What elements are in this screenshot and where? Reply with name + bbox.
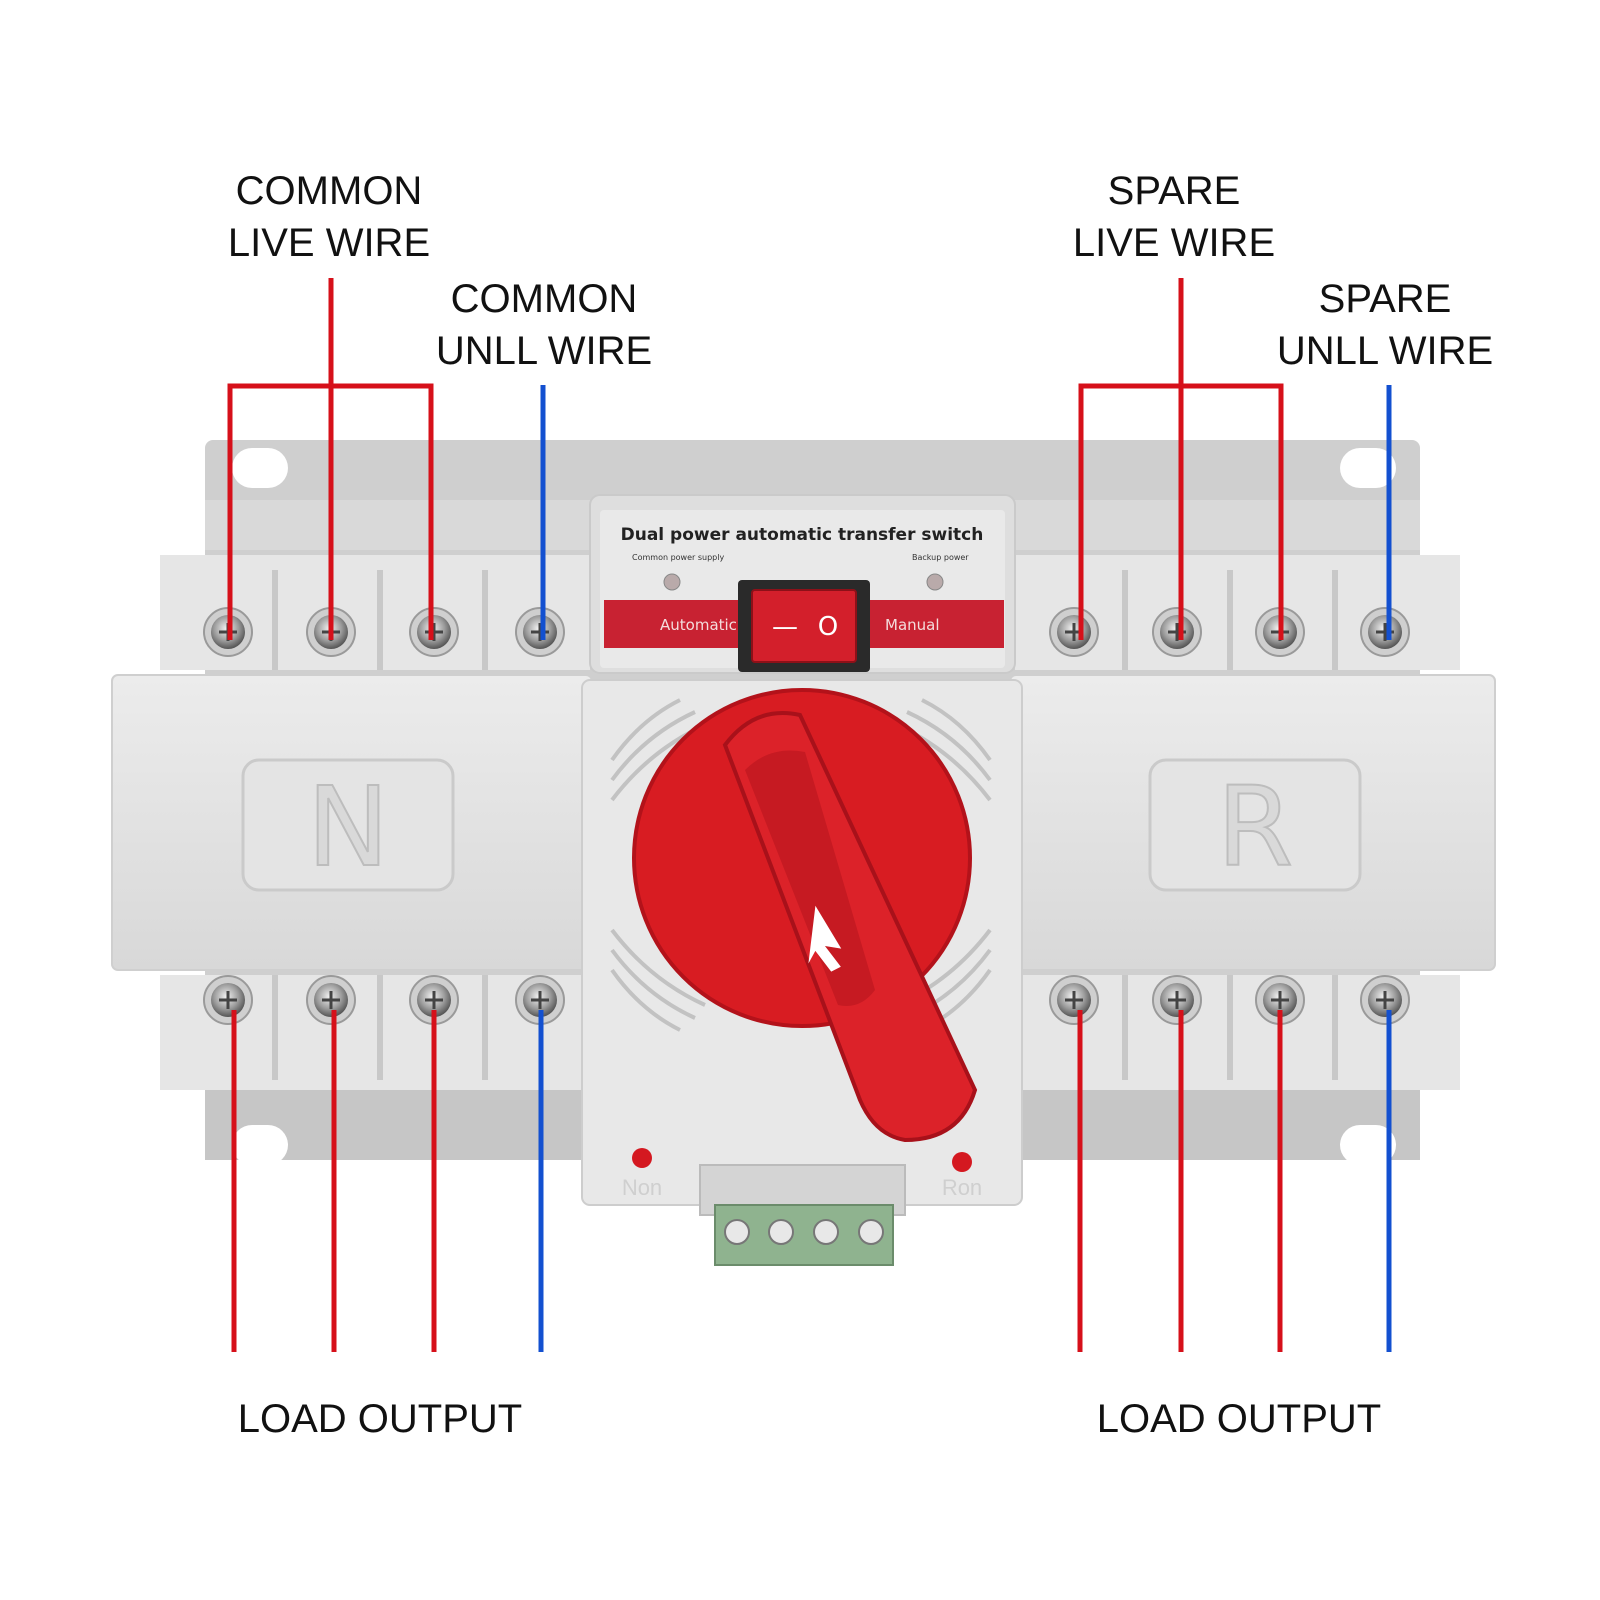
common-power-indicator: [663, 573, 681, 591]
terminal-screw[interactable]: [306, 975, 356, 1025]
mounting-hole: [1340, 1125, 1396, 1165]
rocker-off-symbol: —: [772, 612, 798, 642]
bottom-terminal-screws: [203, 975, 1410, 1025]
ron-led: [952, 1152, 972, 1172]
load-output-right-label: LOAD OUTPUT: [1097, 1397, 1381, 1441]
load-output-right-wires: [1077, 1010, 1392, 1352]
terminal-screw[interactable]: [409, 975, 459, 1025]
left-block-letter: N: [307, 763, 389, 891]
rocker-on-symbol: O: [818, 612, 838, 642]
common-power-supply-label: Common power supply: [632, 553, 724, 562]
terminal-separators: [272, 570, 1338, 1080]
right-block-badge: [1148, 758, 1362, 892]
callout-labels: COMMON LIVE WIRE COMMON UNLL WIRE SPARE …: [228, 169, 1493, 1441]
mounting-hole: [232, 1125, 288, 1165]
terminal-screw[interactable]: [515, 975, 565, 1025]
terminal-screw[interactable]: [1360, 607, 1410, 657]
mode-automatic-label: Automatic: [660, 616, 737, 634]
spare-live-label-line2: LIVE WIRE: [1073, 221, 1275, 265]
top-terminal-screws: [203, 607, 1410, 657]
spare-live-wire: [1078, 278, 1284, 640]
wires: [227, 278, 1392, 1352]
mode-rocker-switch[interactable]: — O: [738, 580, 870, 672]
ron-led-label: Ron: [942, 1175, 982, 1200]
terminal-screw[interactable]: [1255, 975, 1305, 1025]
spare-null-label-line1: SPARE: [1319, 277, 1452, 321]
load-output-left-wires: [231, 1010, 544, 1352]
rotary-handle[interactable]: [632, 688, 978, 1143]
mounting-hole: [1340, 448, 1396, 488]
mode-manual-label: Manual: [885, 616, 940, 634]
load-output-left-label: LOAD OUTPUT: [238, 1397, 522, 1441]
terminal-screw[interactable]: [1152, 607, 1202, 657]
common-live-label-line2: LIVE WIRE: [228, 221, 430, 265]
terminal-screw[interactable]: [1152, 975, 1202, 1025]
backup-power-label: Backup power: [912, 553, 969, 562]
non-led: [632, 1148, 652, 1168]
device-body: N R Dual power automatic transfer switch…: [111, 440, 1496, 1266]
control-terminal-screws: [724, 1219, 884, 1245]
mounting-hole: [232, 448, 288, 488]
right-block-letter: R: [1217, 763, 1293, 891]
terminal-screw[interactable]: [203, 975, 253, 1025]
terminal-screw[interactable]: [409, 607, 459, 657]
common-live-wire: [227, 278, 434, 640]
common-null-label-line1: COMMON: [451, 277, 638, 321]
left-block-badge: [241, 758, 455, 892]
arrow-down-right-icon: [808, 905, 842, 972]
spare-live-label-line1: SPARE: [1108, 169, 1241, 213]
common-live-label-line1: COMMON: [236, 169, 423, 213]
device-title: Dual power automatic transfer switch: [621, 525, 984, 545]
terminal-screw[interactable]: [515, 607, 565, 657]
backup-power-indicator: [926, 573, 944, 591]
common-null-label-line2: UNLL WIRE: [436, 329, 652, 373]
non-led-label: Non: [622, 1175, 662, 1200]
terminal-screw[interactable]: [1049, 607, 1099, 657]
terminal-screw[interactable]: [1049, 975, 1099, 1025]
terminal-screw[interactable]: [1360, 975, 1410, 1025]
spare-null-label-line2: UNLL WIRE: [1277, 329, 1493, 373]
